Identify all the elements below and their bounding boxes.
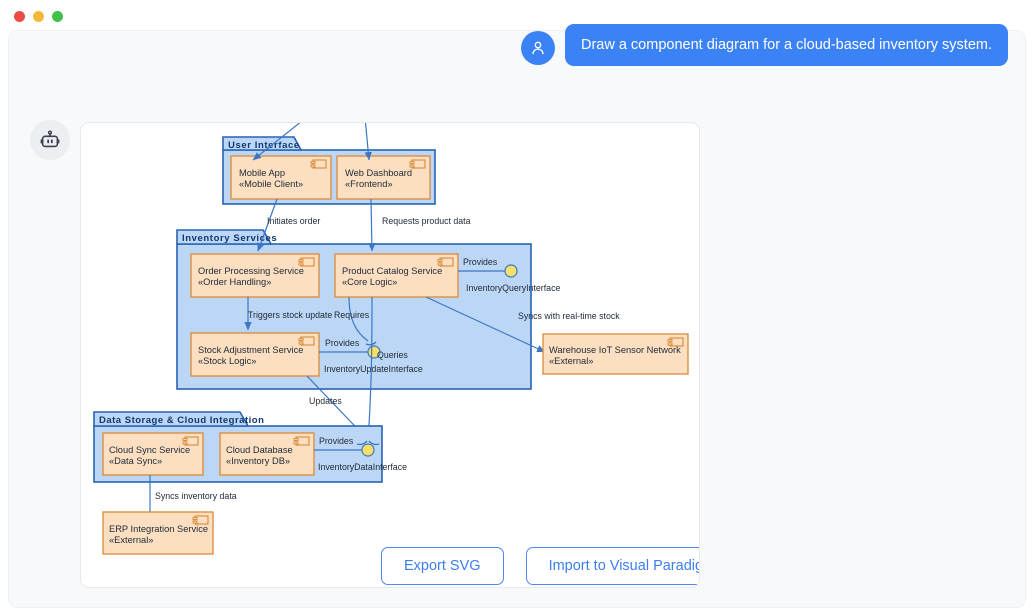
component-name-mobile-app: Mobile App: [239, 168, 285, 178]
package-data-storage-cloud-integration: Data Storage & Cloud Integration Cloud S…: [93, 411, 407, 483]
component-stereotype-mobile-app: «Mobile Client»: [239, 179, 303, 189]
connector-actor-to-web-dashboard: [364, 123, 372, 161]
interface-inventory-query: Provides InventoryQueryInterface: [458, 257, 560, 293]
socket-requires-inventory-data-b: [368, 440, 380, 446]
interface-provides-label-inventory-update: Provides: [325, 338, 360, 348]
interface-provides-label-inventory-query: Provides: [463, 257, 498, 267]
user-message-bubble: Draw a component diagram for a cloud-bas…: [564, 24, 1008, 67]
component-stereotype-order-processing-service: «Order Handling»: [198, 277, 271, 287]
user-message-row: Draw a component diagram for a cloud-bas…: [520, 24, 1008, 67]
component-stereotype-warehouse-iot-sensor-network: «External»: [549, 356, 593, 366]
interface-name-inventory-query: InventoryQueryInterface: [466, 283, 560, 293]
connector-label-initiates-order: Initiates order: [267, 216, 320, 226]
socket-requires-inventory-data-a: [356, 440, 368, 446]
connector-label-queries: Queries: [377, 350, 408, 360]
user-avatar: [520, 31, 555, 65]
component-diagram-canvas: User Interface Mobile App «Mobile Client…: [93, 123, 689, 555]
connector-syncs-realtime-stock: [425, 296, 546, 353]
connector-label-syncs-inventory-data: Syncs inventory data: [155, 491, 237, 501]
package-user-interface: User Interface Mobile App «Mobile Client…: [222, 136, 436, 205]
interface-inventory-data: Provides InventoryDataInterface: [314, 436, 407, 472]
package-inventory-services: Inventory Services Order Processing Serv…: [176, 229, 560, 390]
connector-actor-to-mobile-app: [252, 123, 301, 161]
component-stereotype-product-catalog-service: «Core Logic»: [342, 277, 397, 287]
import-to-visual-paradigm-button[interactable]: Import to Visual Paradigm: [525, 547, 699, 585]
component-warehouse-iot-sensor-network[interactable]: Warehouse IoT Sensor Network «External»: [542, 333, 689, 375]
interface-name-inventory-update: InventoryUpdateInterface: [324, 364, 423, 374]
component-mobile-app[interactable]: Mobile App «Mobile Client»: [230, 155, 332, 200]
component-stereotype-erp-integration-service: «External»: [109, 535, 153, 545]
diagram-actions: Export SVG Import to Visual Paradigm: [381, 547, 699, 585]
robot-icon: [40, 130, 60, 148]
component-cloud-sync-service[interactable]: Cloud Sync Service «Data Sync»: [102, 432, 204, 476]
component-web-dashboard[interactable]: Web Dashboard «Frontend»: [336, 155, 431, 200]
component-name-product-catalog-service: Product Catalog Service: [342, 266, 442, 276]
component-erp-integration-service[interactable]: ERP Integration Service «External»: [102, 511, 214, 555]
interface-provides-label-inventory-data: Provides: [319, 436, 354, 446]
connector-label-requires: Requires: [334, 310, 370, 320]
export-svg-button[interactable]: Export SVG: [381, 547, 504, 585]
connector-label-requests-product-data: Requests product data: [382, 216, 471, 226]
connector-requires-inventory-update: [348, 296, 369, 342]
package-label-inventory-services: Inventory Services: [182, 233, 277, 244]
component-stereotype-web-dashboard: «Frontend»: [345, 179, 393, 189]
component-name-erp-integration-service: ERP Integration Service: [109, 524, 208, 534]
component-name-stock-adjustment-service: Stock Adjustment Service: [198, 345, 303, 355]
connector-label-updates: Updates: [309, 396, 342, 406]
close-window-button[interactable]: [14, 10, 25, 22]
component-name-cloud-database: Cloud Database: [226, 445, 293, 455]
connector-requests-product-data: [368, 198, 376, 252]
connector-label-triggers-stock-update: Triggers stock update: [248, 310, 332, 320]
package-label-data-storage-cloud-integration: Data Storage & Cloud Integration: [99, 415, 264, 426]
component-stereotype-cloud-database: «Inventory DB»: [226, 456, 290, 466]
component-stereotype-stock-adjustment-service: «Stock Logic»: [198, 356, 256, 366]
bot-avatar: [30, 120, 70, 160]
connector-label-syncs-realtime-stock: Syncs with real-time stock: [518, 311, 620, 321]
component-product-catalog-service[interactable]: Product Catalog Service «Core Logic»: [334, 253, 459, 298]
component-name-cloud-sync-service: Cloud Sync Service: [109, 445, 190, 455]
connector-initiates-order: [257, 198, 278, 252]
component-order-processing-service[interactable]: Order Processing Service «Order Handling…: [190, 253, 320, 298]
person-icon: [532, 41, 544, 55]
component-stock-adjustment-service[interactable]: Stock Adjustment Service «Stock Logic»: [190, 332, 320, 377]
maximize-window-button[interactable]: [52, 10, 63, 22]
component-name-warehouse-iot-sensor-network: Warehouse IoT Sensor Network: [549, 345, 681, 355]
component-stereotype-cloud-sync-service: «Data Sync»: [109, 456, 162, 466]
interface-name-inventory-data: InventoryDataInterface: [318, 462, 407, 472]
minimize-window-button[interactable]: [33, 10, 44, 22]
component-cloud-database[interactable]: Cloud Database «Inventory DB»: [219, 432, 315, 476]
diagram-card: User Interface Mobile App «Mobile Client…: [80, 122, 700, 588]
component-name-order-processing-service: Order Processing Service: [198, 266, 304, 276]
package-label-user-interface: User Interface: [228, 140, 300, 151]
component-name-web-dashboard: Web Dashboard: [345, 168, 412, 178]
